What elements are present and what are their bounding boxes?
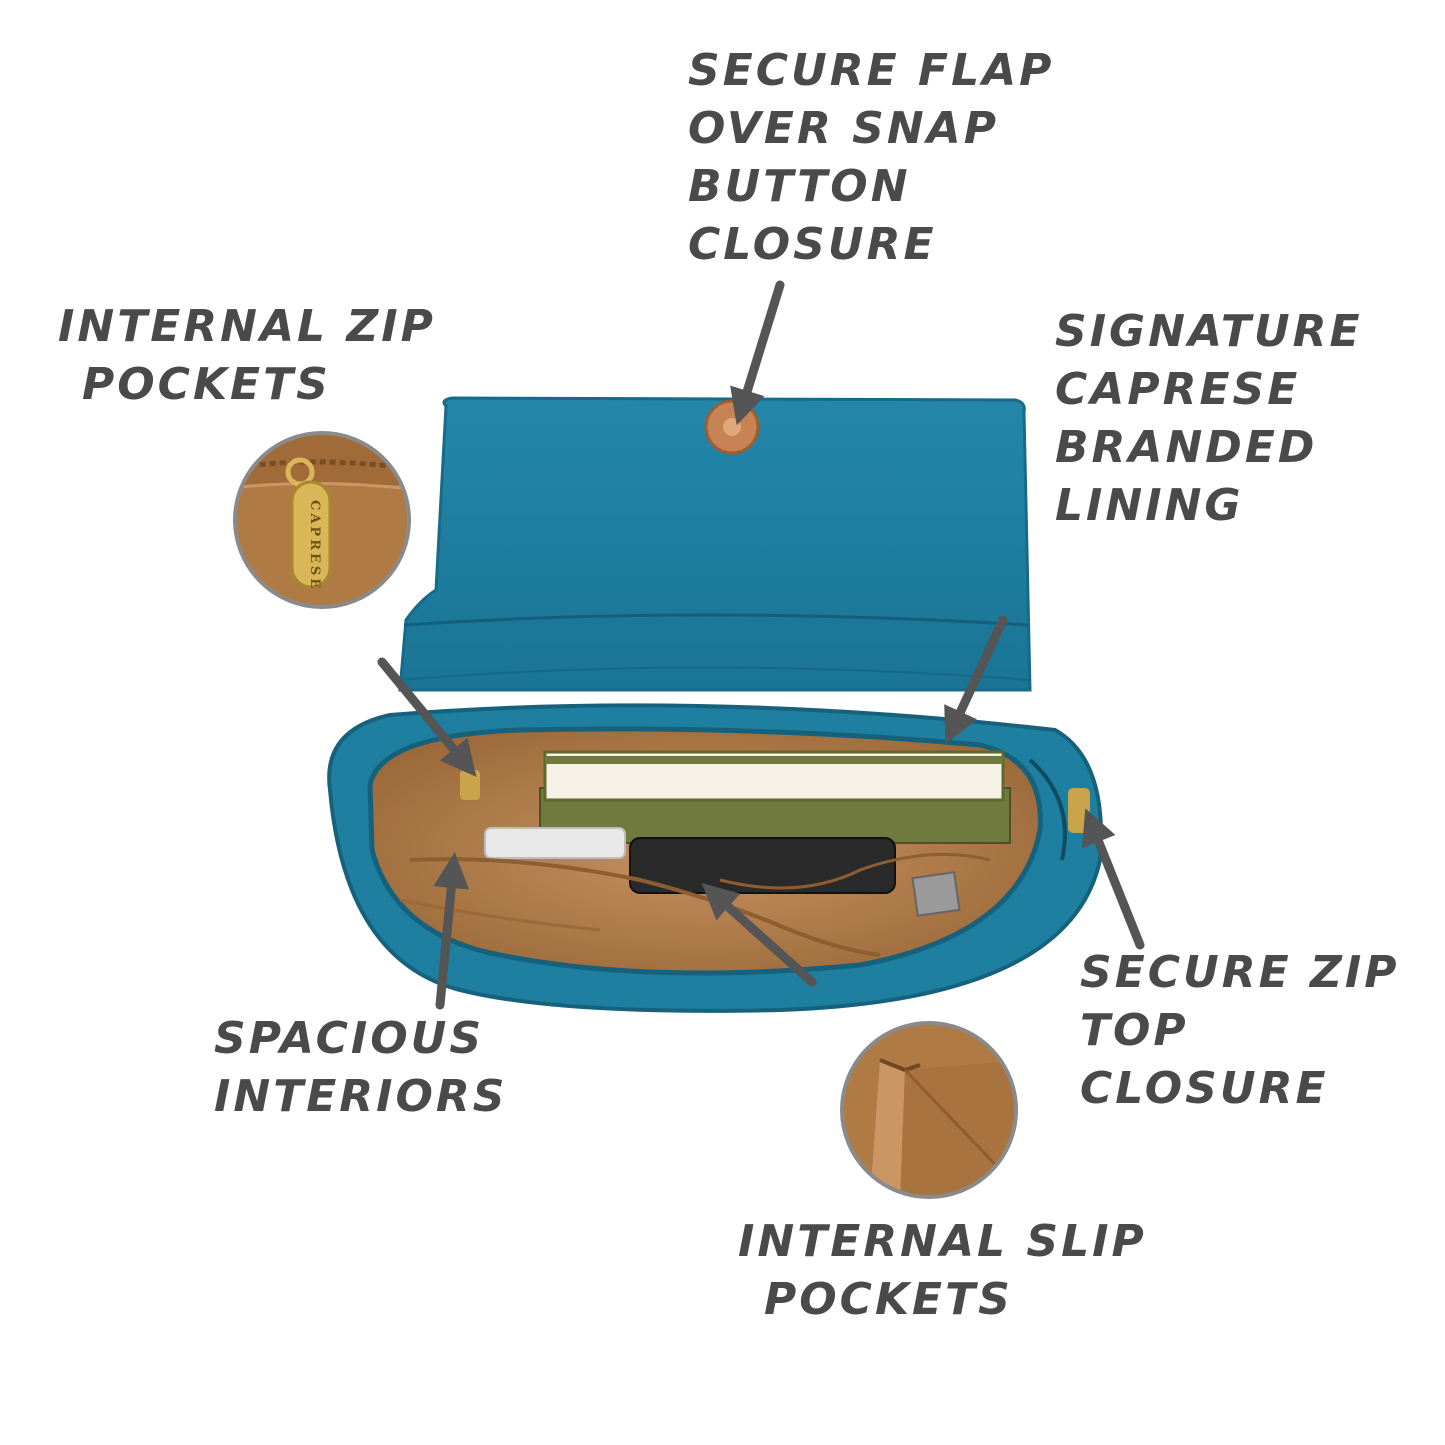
arrow-lining <box>944 615 1008 745</box>
callout-line: SPACIOUS <box>214 1013 485 1064</box>
snap-button-icon <box>704 399 760 455</box>
callout-line: SECURE ZIP <box>1080 947 1400 998</box>
callout-line: INTERNAL SLIP <box>738 1216 1147 1267</box>
lining-folds <box>399 852 991 957</box>
callout-spacious: SPACIOUS INTERIORS <box>214 1010 508 1126</box>
callout-arrows <box>377 280 1145 1010</box>
arrow-flap <box>730 280 785 426</box>
notebook <box>539 750 1011 844</box>
callout-line: CAPRESE <box>1055 364 1301 415</box>
callout-zip-pockets: INTERNAL ZIP POCKETS <box>58 298 436 414</box>
callout-line: INTERIORS <box>214 1071 508 1122</box>
callout-lining: SIGNATURE CAPRESE BRANDED LINING <box>1055 303 1363 535</box>
arrow-zip-top <box>1081 808 1145 950</box>
zip-pocket-detail-circle <box>233 431 411 609</box>
callout-line: POCKETS <box>82 359 331 410</box>
callout-line: INTERNAL ZIP <box>58 301 436 352</box>
callout-flap: SECURE FLAP OVER SNAP BUTTON CLOSURE <box>688 42 1054 274</box>
bag-flap <box>398 396 1032 692</box>
power-bank <box>484 827 896 894</box>
callout-slip-pockets: INTERNAL SLIP POCKETS <box>738 1213 1147 1329</box>
callout-line: POCKETS <box>764 1274 1013 1325</box>
arrow-slip-pocket <box>701 882 817 987</box>
callout-line: TOP <box>1080 1005 1189 1056</box>
arrow-spacious <box>433 852 470 1010</box>
slip-pocket-detail-circle <box>840 1021 1018 1199</box>
callout-line: CLOSURE <box>688 219 937 270</box>
arrow-zip-pocket <box>377 657 477 777</box>
callout-line: BRANDED <box>1055 422 1318 473</box>
callout-line: OVER SNAP <box>688 103 999 154</box>
callout-line: CLOSURE <box>1080 1063 1329 1114</box>
callout-line: BUTTON <box>688 161 911 212</box>
callout-zip-top: SECURE ZIP TOP CLOSURE <box>1080 944 1400 1118</box>
callout-line: LINING <box>1055 480 1244 531</box>
callout-line: SECURE FLAP <box>688 45 1055 96</box>
callout-line: SIGNATURE <box>1055 306 1363 357</box>
